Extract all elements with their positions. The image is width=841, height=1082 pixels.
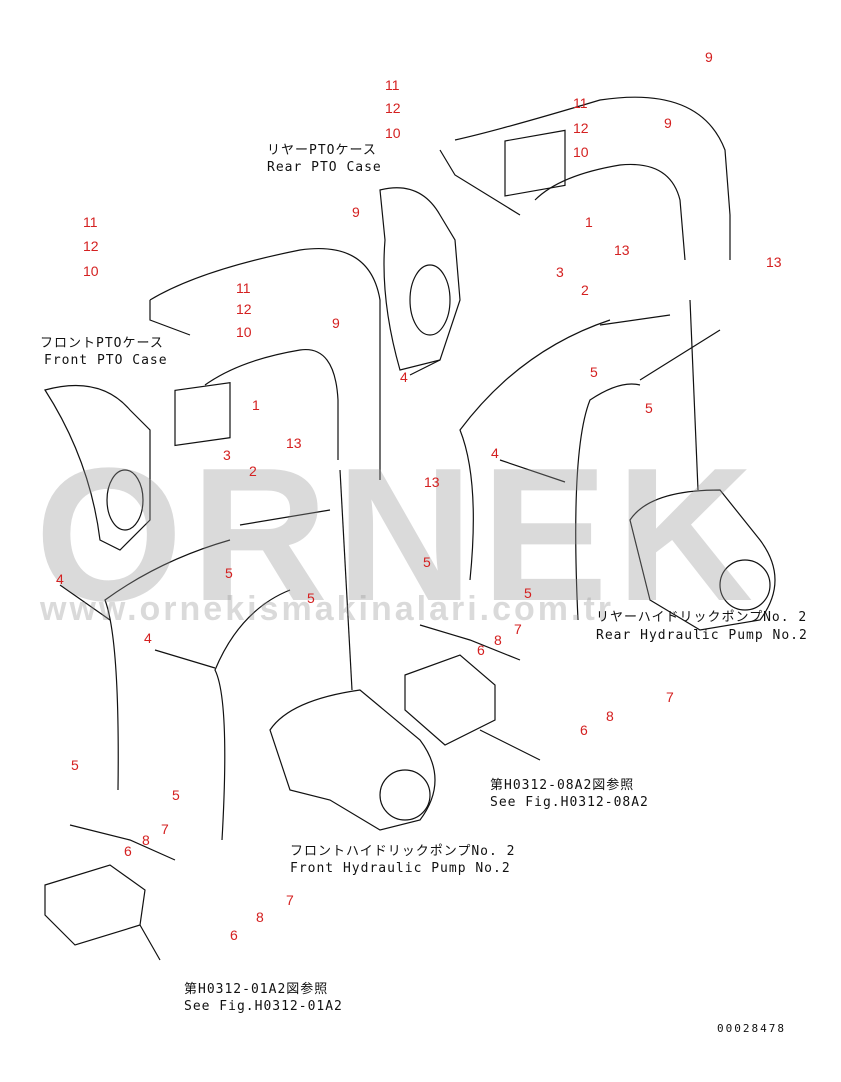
callout-11: 11 bbox=[83, 214, 98, 230]
drawing-code: 00028478 bbox=[717, 1022, 786, 1035]
callout-4: 4 bbox=[144, 630, 152, 646]
callout-10: 10 bbox=[385, 125, 401, 141]
hose-front-inner bbox=[204, 349, 339, 460]
callout-5: 5 bbox=[225, 565, 233, 581]
callout-2: 2 bbox=[249, 463, 257, 479]
rear-pto-case-label-jp: リヤーPTOケース bbox=[267, 143, 377, 158]
rear-pto-case bbox=[379, 187, 461, 371]
callout-12: 12 bbox=[83, 238, 99, 254]
callout-7: 7 bbox=[286, 892, 294, 908]
callout-7: 7 bbox=[514, 621, 522, 637]
callout-3: 3 bbox=[223, 447, 231, 463]
callout-3: 3 bbox=[556, 264, 564, 280]
callout-4: 4 bbox=[56, 571, 64, 587]
see-fig-01-jp: 第H0312-01A2図参照 bbox=[184, 982, 329, 997]
hose-rear-inner bbox=[534, 163, 686, 261]
callout-1: 1 bbox=[585, 214, 593, 230]
front-pto-case-label: Front PTO Case bbox=[44, 353, 168, 368]
hose-4-a bbox=[459, 319, 611, 581]
hose-4-c bbox=[104, 539, 231, 791]
callout-11: 11 bbox=[236, 280, 251, 296]
callout-8: 8 bbox=[606, 708, 614, 724]
callout-10: 10 bbox=[573, 144, 589, 160]
callout-4: 4 bbox=[400, 369, 408, 385]
callout-7: 7 bbox=[666, 689, 674, 705]
hose-rear-outer bbox=[454, 96, 731, 260]
callout-9: 9 bbox=[705, 49, 713, 65]
callout-8: 8 bbox=[494, 632, 502, 648]
callout-6: 6 bbox=[580, 722, 588, 738]
valve-block-01 bbox=[44, 864, 146, 946]
callout-5: 5 bbox=[71, 757, 79, 773]
callout-8: 8 bbox=[142, 832, 150, 848]
callout-12: 12 bbox=[385, 100, 401, 116]
callout-12: 12 bbox=[573, 120, 589, 136]
callout-9: 9 bbox=[664, 115, 672, 131]
callout-13: 13 bbox=[424, 474, 440, 490]
callout-10: 10 bbox=[236, 324, 252, 340]
callout-7: 7 bbox=[161, 821, 169, 837]
front-pump bbox=[269, 689, 436, 831]
watermark-url: www.ornekismakinalari.com.tr bbox=[40, 590, 615, 628]
callout-9: 9 bbox=[352, 204, 360, 220]
hose-4-b bbox=[575, 383, 641, 621]
front-pump-label: Front Hydraulic Pump No.2 bbox=[290, 861, 511, 876]
callout-13: 13 bbox=[766, 254, 782, 270]
front-pto-case bbox=[44, 384, 151, 551]
callout-2: 2 bbox=[581, 282, 589, 298]
front-pump-label-jp: フロントハイドリックポンプNo. 2 bbox=[290, 844, 516, 859]
rear-pto-case-label: Rear PTO Case bbox=[267, 160, 382, 175]
hose-4-d bbox=[214, 589, 291, 841]
callout-13: 13 bbox=[614, 242, 630, 258]
see-fig-08: See Fig.H0312-08A2 bbox=[490, 795, 649, 810]
valve-block-08 bbox=[404, 654, 496, 746]
rear-pump-label-jp: リヤーハイドリックポンプNo. 2 bbox=[596, 610, 808, 625]
callout-5: 5 bbox=[645, 400, 653, 416]
callout-10: 10 bbox=[83, 263, 99, 279]
callout-6: 6 bbox=[477, 642, 485, 658]
callout-12: 12 bbox=[236, 301, 252, 317]
rear-block-1 bbox=[504, 129, 566, 197]
callout-5: 5 bbox=[172, 787, 180, 803]
see-fig-01: See Fig.H0312-01A2 bbox=[184, 999, 343, 1014]
see-fig-08-jp: 第H0312-08A2図参照 bbox=[490, 778, 635, 793]
watermark-brand: ORNEK bbox=[35, 429, 762, 641]
callout-5: 5 bbox=[590, 364, 598, 380]
callout-6: 6 bbox=[230, 927, 238, 943]
front-block-1 bbox=[174, 381, 231, 447]
rear-pump bbox=[629, 489, 776, 631]
callout-13: 13 bbox=[286, 435, 302, 451]
rear-pump-label: Rear Hydraulic Pump No.2 bbox=[596, 628, 808, 643]
callout-5: 5 bbox=[524, 585, 532, 601]
front-pto-case-label-jp: フロントPTOケース bbox=[40, 336, 164, 351]
callout-11: 11 bbox=[385, 77, 400, 93]
callout-6: 6 bbox=[124, 843, 132, 859]
callout-8: 8 bbox=[256, 909, 264, 925]
hose-front-outer bbox=[149, 248, 381, 480]
callout-5: 5 bbox=[307, 590, 315, 606]
callout-9: 9 bbox=[332, 315, 340, 331]
callout-4: 4 bbox=[491, 445, 499, 461]
callout-5: 5 bbox=[423, 554, 431, 570]
callout-11: 11 bbox=[573, 95, 588, 111]
callout-1: 1 bbox=[252, 397, 260, 413]
